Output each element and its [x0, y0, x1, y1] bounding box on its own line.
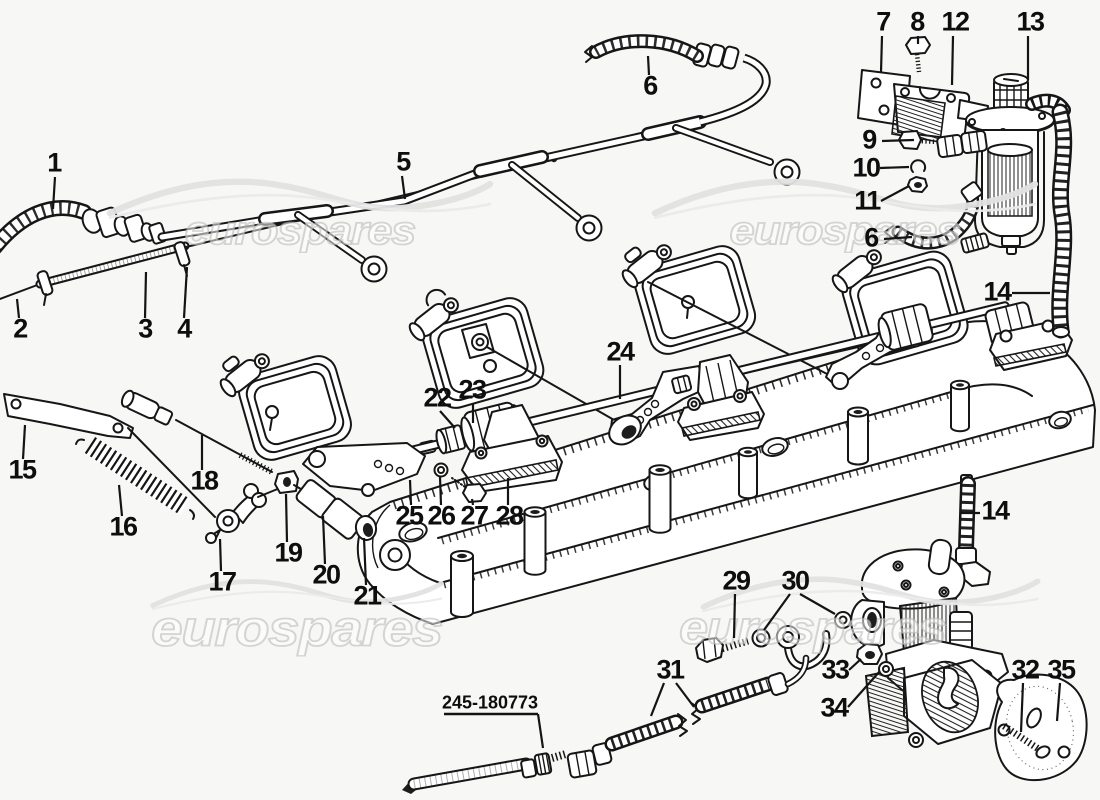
washer-30a [751, 628, 771, 648]
part-label-33: 33 [821, 654, 850, 685]
part-label-2: 2 [13, 313, 28, 344]
part-label-1: 1 [47, 147, 62, 178]
flex-hose-31 [402, 654, 810, 794]
fuel-line-5 [157, 42, 801, 283]
part-label-9: 9 [862, 124, 877, 155]
link-rod-b [486, 346, 629, 429]
part-label-32: 32 [1011, 654, 1040, 685]
part-label-15: 15 [8, 454, 37, 485]
part-label-31: 31 [656, 654, 685, 685]
hose-section-a [566, 713, 688, 779]
hose-fittings [81, 206, 167, 245]
part-label-24: 24 [606, 336, 635, 367]
bushing-21 [354, 515, 378, 541]
banjo-bolt-29 [695, 637, 750, 663]
nut-33 [856, 643, 883, 665]
part-label-30: 30 [781, 565, 810, 596]
part-label-25: 25 [395, 500, 424, 531]
part-label-14: 14 [983, 276, 1012, 307]
housing-connectors [219, 244, 882, 398]
lever-15 [3, 393, 134, 439]
washer-34 [878, 661, 894, 677]
nut-11 [907, 176, 928, 193]
nut-22 [435, 424, 466, 455]
part-label-8: 8 [910, 6, 925, 37]
part-label-6: 6 [643, 70, 658, 101]
washer-26 [433, 462, 449, 478]
part-label-34: 34 [820, 692, 849, 723]
lock-washer-10 [910, 159, 927, 173]
part-label-35: 35 [1047, 654, 1076, 685]
part-label-12: 12 [941, 6, 970, 37]
part-label-16: 16 [109, 511, 138, 542]
part-label-6: 6 [864, 222, 879, 253]
part-label-20: 20 [312, 559, 341, 590]
gauge-pipe-245 [402, 750, 568, 794]
valve-cover [356, 320, 1096, 625]
part-label-3: 3 [138, 313, 153, 344]
gasket-35 [994, 673, 1088, 782]
fork-link-b [608, 365, 704, 446]
housing-3 [633, 245, 757, 355]
part-label-23: 23 [458, 374, 487, 405]
part-number-label: 245-180773 [441, 692, 539, 713]
cover-posts [450, 379, 970, 618]
throttle-linkage-rail [343, 281, 1073, 503]
part-label-22: 22 [423, 382, 452, 413]
part-label-28: 28 [495, 500, 524, 531]
banjo-elbow-30 [776, 625, 831, 671]
rod-18 [120, 389, 274, 475]
bolt-8 [905, 36, 931, 73]
part-label-7: 7 [876, 6, 891, 37]
link-rod-c [647, 281, 834, 378]
support-arm-25 [302, 442, 426, 497]
branch-pipes [294, 124, 774, 264]
housing-1 [238, 355, 352, 461]
part-label-5: 5 [396, 146, 411, 177]
housing-clamps [265, 295, 695, 431]
nut-19 [274, 470, 299, 494]
pedestal-a [461, 404, 563, 493]
part-label-21: 21 [353, 580, 382, 611]
part-label-18: 18 [190, 465, 219, 496]
left-linkage [3, 389, 426, 544]
washer-30b [834, 611, 852, 629]
part-label-17: 17 [208, 566, 237, 597]
part-label-10: 10 [852, 152, 881, 183]
pedestal-c [984, 301, 1073, 371]
pedestal-b [677, 354, 765, 441]
hose-section-b [690, 654, 810, 725]
part-label-27: 27 [460, 500, 489, 531]
part-label-11: 11 [854, 185, 881, 216]
bellcrank-17 [205, 483, 281, 544]
banjo-eyes [360, 158, 801, 283]
part-label-13: 13 [1016, 6, 1045, 37]
fork-link-c [825, 303, 934, 390]
part-label-4: 4 [177, 313, 192, 344]
braided-hose-1 [0, 200, 92, 254]
part-label-26: 26 [427, 500, 456, 531]
braided-hose-6-top [584, 34, 704, 63]
stud-32 [1002, 723, 1051, 759]
part-label-19: 19 [274, 537, 303, 568]
part-label-14: 14 [981, 495, 1010, 526]
part-label-29: 29 [722, 565, 751, 596]
coiled-hose-14-top [1025, 93, 1073, 339]
spring-16 [75, 437, 195, 520]
bolt-27 [451, 477, 487, 503]
braided-hose-6-right [884, 181, 983, 250]
